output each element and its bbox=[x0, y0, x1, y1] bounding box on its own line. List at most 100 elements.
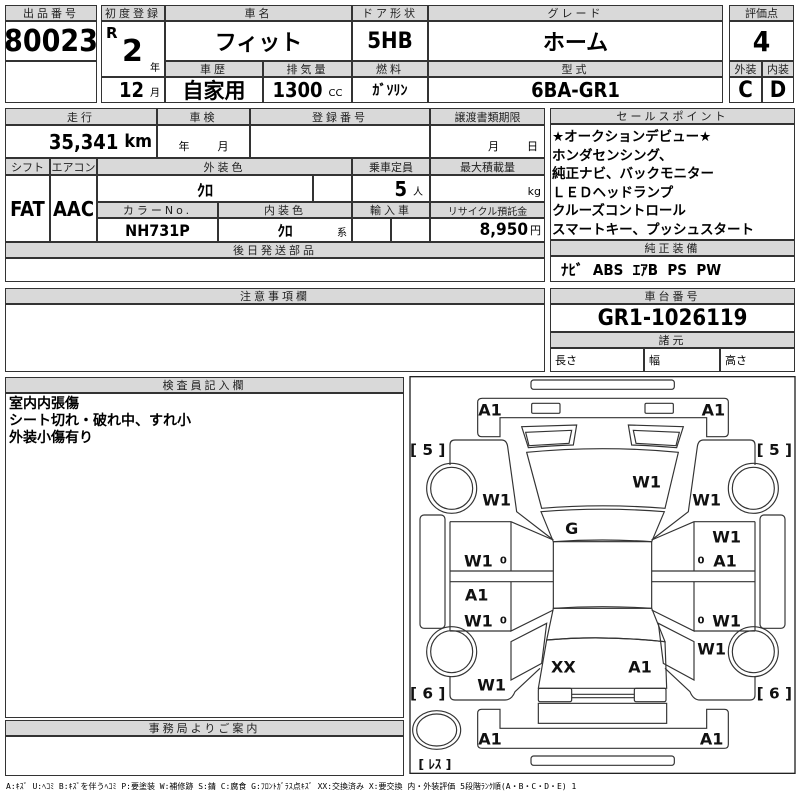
damage-mark: A1 bbox=[478, 730, 502, 749]
inspection: 年月 bbox=[157, 125, 250, 158]
damage-mark: 0 bbox=[698, 615, 705, 626]
month-unit: 月 bbox=[150, 88, 160, 99]
lot-number: 80023 bbox=[5, 21, 97, 61]
damage-mark: W1 bbox=[482, 491, 511, 510]
ac-label: エアコン bbox=[50, 158, 97, 175]
damage-mark: A1 bbox=[465, 586, 489, 605]
max-load-label: 最大積載量 bbox=[430, 158, 545, 175]
transfer-day-unit: 日 bbox=[527, 140, 538, 153]
inspector-line: シート切れ・破れ中、すれ小 bbox=[9, 413, 191, 429]
notes-label: 注意事項欄 bbox=[5, 288, 545, 304]
max-load-unit: kg bbox=[527, 185, 541, 198]
sales-point-line: クルーズコントロール bbox=[552, 203, 686, 219]
inspection-year-unit: 年 bbox=[178, 140, 190, 153]
front-lamp-right bbox=[644, 402, 674, 414]
damage-mark: 0 bbox=[698, 555, 705, 566]
damage-mark: A1 bbox=[478, 401, 502, 420]
recycle-value: 8,950 bbox=[479, 220, 528, 240]
rear-gate-lower bbox=[537, 702, 668, 724]
front-fender bbox=[449, 439, 554, 541]
doors bbox=[449, 521, 554, 632]
side-step bbox=[419, 514, 446, 629]
wheel-rear bbox=[426, 626, 478, 678]
shift: FAT bbox=[5, 175, 50, 242]
ext-score-label: 外装 bbox=[729, 61, 762, 77]
car-name-label: 車名 bbox=[165, 5, 352, 21]
displacement-label: 排気量 bbox=[263, 61, 352, 77]
office-info bbox=[5, 736, 404, 776]
year-value: 2 bbox=[122, 34, 143, 69]
transfer-month-unit: 月 bbox=[488, 140, 499, 153]
era: R bbox=[106, 24, 118, 42]
import-a bbox=[352, 218, 391, 242]
sales-point-line: ★オークションデビュー★ bbox=[552, 129, 712, 145]
ac: AAC bbox=[50, 175, 97, 242]
ext-color-extra bbox=[313, 175, 352, 202]
damage-mark: W1 bbox=[712, 612, 741, 631]
spec-width: 幅 bbox=[644, 348, 720, 372]
taillight-left bbox=[537, 687, 573, 703]
import-b bbox=[391, 218, 430, 242]
later-parts-label: 後日発送部品 bbox=[5, 242, 545, 258]
chassis-label: 車台番号 bbox=[550, 288, 795, 304]
rear-bumper bbox=[530, 755, 675, 766]
capacity-unit: 人 bbox=[413, 187, 423, 198]
displacement-value: 1300 bbox=[272, 78, 323, 102]
lot-blank bbox=[5, 61, 97, 103]
sales-points-text: ★オークションデビュー★ ホンダセンシング、 純正ナビ、バックモニター ＬＥＤヘ… bbox=[552, 128, 754, 239]
ext-color-label: 外装色 bbox=[97, 158, 352, 175]
notes bbox=[5, 304, 545, 372]
tire-front-left: [ 5 ] bbox=[410, 441, 445, 459]
int-color-unit: 系 bbox=[337, 228, 347, 239]
history: 自家用 bbox=[165, 77, 263, 103]
ext-score: C bbox=[729, 77, 762, 103]
damage-mark: 0 bbox=[500, 615, 507, 626]
damage-mark: W1 bbox=[464, 612, 493, 631]
reg-no-label: 登録番号 bbox=[250, 108, 430, 125]
displacement-unit: CC bbox=[328, 88, 343, 99]
recycle-unit: 円 bbox=[530, 224, 541, 237]
max-load: kg bbox=[430, 175, 545, 202]
taillight-right bbox=[633, 687, 667, 703]
office-label: 事務局よりご案内 bbox=[5, 720, 404, 736]
reg-no bbox=[250, 125, 430, 158]
door-label: ドア形状 bbox=[352, 5, 428, 21]
int-color: ｸﾛ 系 bbox=[218, 218, 352, 242]
int-color-value: ｸﾛ bbox=[277, 221, 293, 240]
sales-points: ★オークションデビュー★ ホンダセンシング、 純正ナビ、バックモニター ＬＥＤヘ… bbox=[550, 124, 795, 240]
damage-mark: 0 bbox=[500, 555, 507, 566]
car-name: フィット bbox=[165, 21, 352, 61]
sales-points-label: セールスポイント bbox=[550, 108, 795, 124]
inspector-label: 検査員記入欄 bbox=[5, 377, 404, 393]
hood bbox=[525, 448, 680, 509]
legend: A:ｷｽﾞ U:ﾍｺﾐ B:ｷｽﾞを伴うﾍｺﾐ P:要塗装 W:補修跡 S:錆 … bbox=[6, 782, 577, 791]
ext-color: ｸﾛ bbox=[97, 175, 313, 202]
damage-mark: XX bbox=[551, 657, 576, 676]
spec-length: 長さ bbox=[550, 348, 644, 372]
equipment-label: 純正装備 bbox=[550, 240, 795, 256]
inspector-line: 外装小傷有り bbox=[9, 430, 93, 446]
door-type: 5HB bbox=[352, 21, 428, 61]
damage-mark: A1 bbox=[713, 552, 737, 571]
inspector-comments: 室内内張傷 シート切れ・破れ中、すれ小 外装小傷有り bbox=[5, 393, 404, 718]
front-lamp-left bbox=[531, 402, 561, 414]
diagram-frame bbox=[409, 376, 796, 774]
grade: ホーム bbox=[428, 21, 723, 61]
damage-mark: W1 bbox=[692, 491, 721, 510]
displacement: 1300 CC bbox=[263, 77, 352, 103]
rear-window bbox=[545, 606, 666, 643]
tire-front-right: [ 5 ] bbox=[757, 441, 792, 459]
roof bbox=[552, 541, 653, 609]
mileage-value: 35,341 bbox=[48, 129, 119, 154]
mileage-unit: km bbox=[124, 131, 152, 152]
import-label: 輸入車 bbox=[352, 202, 430, 218]
damage-mark: A1 bbox=[702, 401, 726, 420]
headlight-left bbox=[520, 424, 578, 449]
inspection-month-unit: 月 bbox=[217, 140, 229, 153]
shift-label: シフト bbox=[5, 158, 50, 175]
equipment: ﾅﾋﾞ ABS ｴｱB PS PW bbox=[550, 256, 795, 282]
tire-rear-left: [ 6 ] bbox=[410, 684, 445, 702]
int-color-label: 内装色 bbox=[218, 202, 352, 218]
